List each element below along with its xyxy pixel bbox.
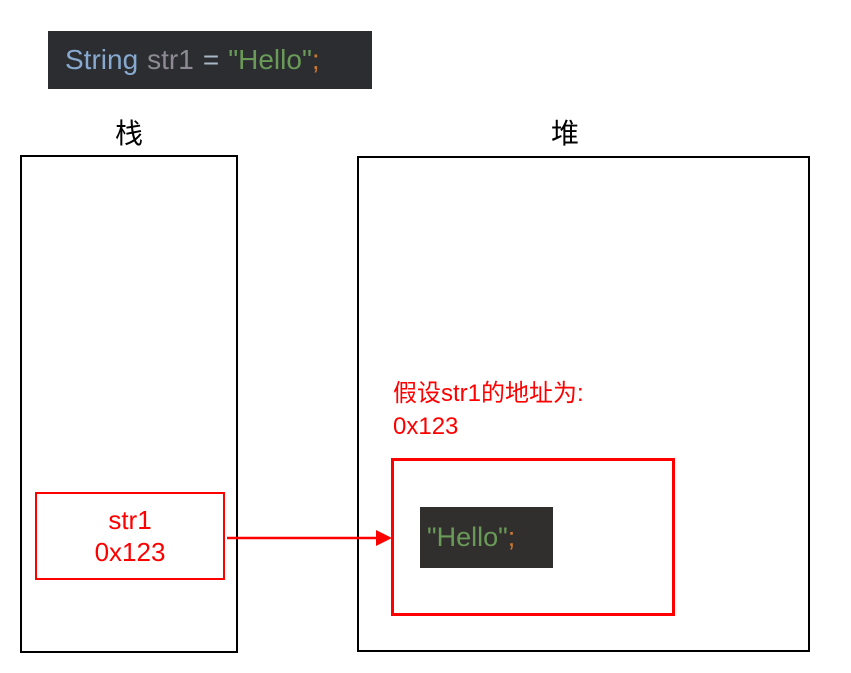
note-line-2: 0x123: [393, 413, 459, 440]
code-variable: str1: [147, 44, 194, 75]
object-string-literal: "Hello": [427, 522, 508, 552]
code-string-literal: "Hello": [228, 44, 312, 75]
stack-box: [20, 155, 238, 653]
code-semicolon: ;: [311, 44, 320, 75]
variable-name: str1: [108, 505, 152, 535]
code-keyword: String: [65, 44, 139, 75]
heap-object-box: [391, 458, 675, 616]
heap-address-note: 假设str1的地址为: 0x123: [393, 377, 584, 443]
reference-arrow-icon: [227, 530, 392, 546]
object-semicolon: ;: [507, 522, 516, 552]
heap-label: 堆: [550, 118, 579, 149]
heap-box: [357, 156, 810, 652]
stack-label: 栈: [114, 118, 143, 149]
code-operator: =: [202, 44, 220, 75]
stack-variable-box: str1 0x123: [35, 492, 225, 580]
string-object-chip: "Hello" ;: [420, 507, 553, 568]
code-literal-group: "Hello" ;: [228, 44, 319, 76]
variable-address: 0x123: [94, 537, 166, 567]
note-line-1: 假设str1的地址为:: [393, 380, 584, 407]
code-snippet: String str1 = "Hello" ;: [48, 31, 372, 89]
